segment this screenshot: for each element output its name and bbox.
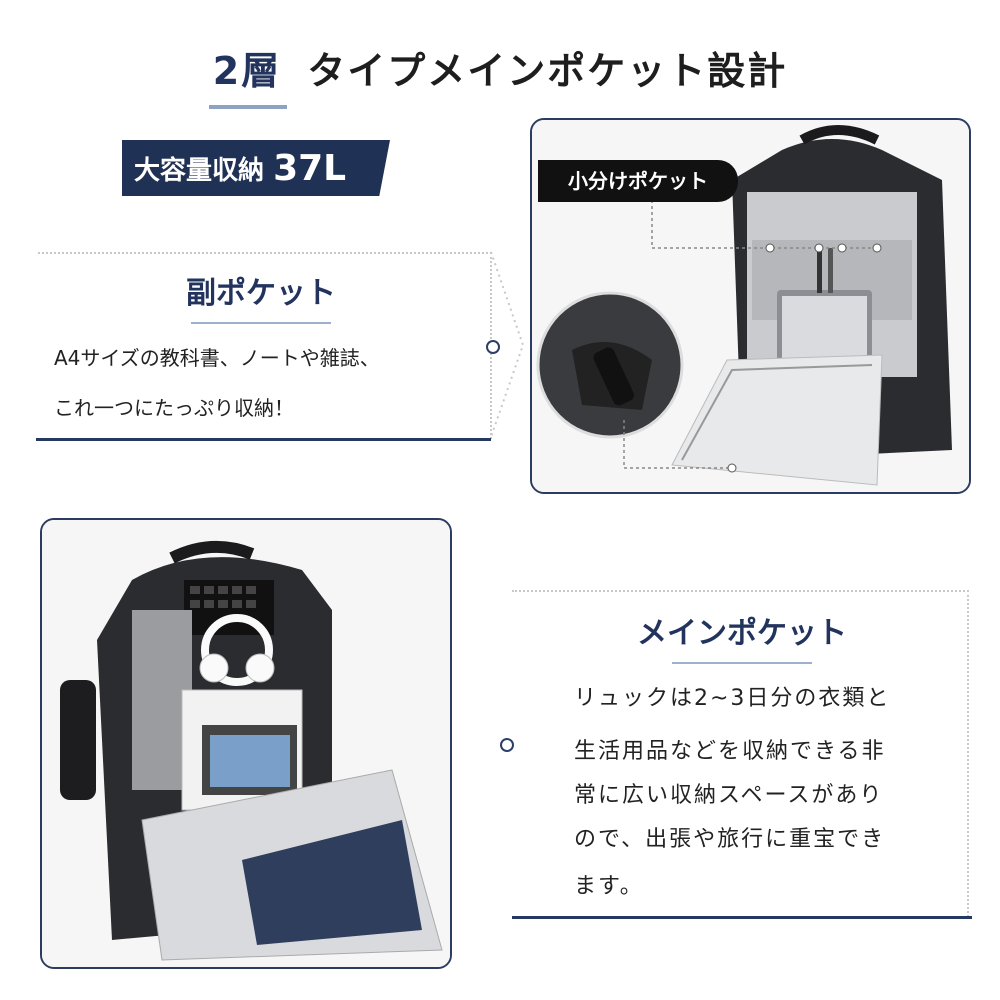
sub-pocket-line-1: A4サイズの教科書、ノートや雑誌、 bbox=[54, 346, 380, 370]
main-pocket-line-1: リュックは2~3日分の衣類と bbox=[574, 686, 891, 711]
page-title: 2層タイプメインポケット設計 bbox=[0, 40, 1000, 109]
photo-organizer-pocket bbox=[530, 118, 971, 494]
main-pocket-line-2: 生活用品などを収納できる非 bbox=[574, 739, 886, 764]
main-pocket-line-4: ので、出張や旅行に重宝でき bbox=[574, 827, 886, 852]
connector-dot-icon bbox=[500, 738, 514, 752]
title-number: 2層 bbox=[208, 40, 288, 109]
capacity-badge-text: 大容量収納 37L bbox=[134, 147, 347, 189]
card-arrow-outline bbox=[490, 251, 525, 438]
main-pocket-card: メインポケット リュックは2~3日分の衣類と 生活用品などを収納できる非 常に広… bbox=[512, 590, 972, 920]
main-pocket-heading: メインポケット bbox=[512, 608, 972, 664]
title-text: タイプメインポケット設計 bbox=[307, 49, 788, 93]
sub-pocket-line-2: これ一つにたっぷり収納！ bbox=[54, 396, 294, 420]
backpack-main-illustration bbox=[42, 520, 450, 967]
small-pocket-label: 小分けポケット bbox=[538, 160, 738, 202]
main-pocket-line-3: 常に広い収納スペースがあり bbox=[574, 783, 884, 808]
main-pocket-line-5: ます。 bbox=[574, 874, 644, 899]
capacity-label: 大容量収納 bbox=[134, 156, 265, 186]
sub-pocket-card: 副ポケット A4サイズの教科書、ノートや雑誌、 これ一つにたっぷり収納！ bbox=[36, 250, 526, 441]
capacity-badge bbox=[122, 140, 390, 196]
card-bottom-rule bbox=[36, 438, 491, 441]
sub-pocket-heading: 副ポケット bbox=[36, 268, 486, 324]
photo-main-compartment bbox=[40, 518, 452, 969]
card-bottom-rule bbox=[512, 916, 972, 919]
capacity-value: 37L bbox=[273, 148, 347, 189]
connector-dot-icon bbox=[486, 340, 500, 354]
card-dotted-border bbox=[512, 590, 969, 917]
